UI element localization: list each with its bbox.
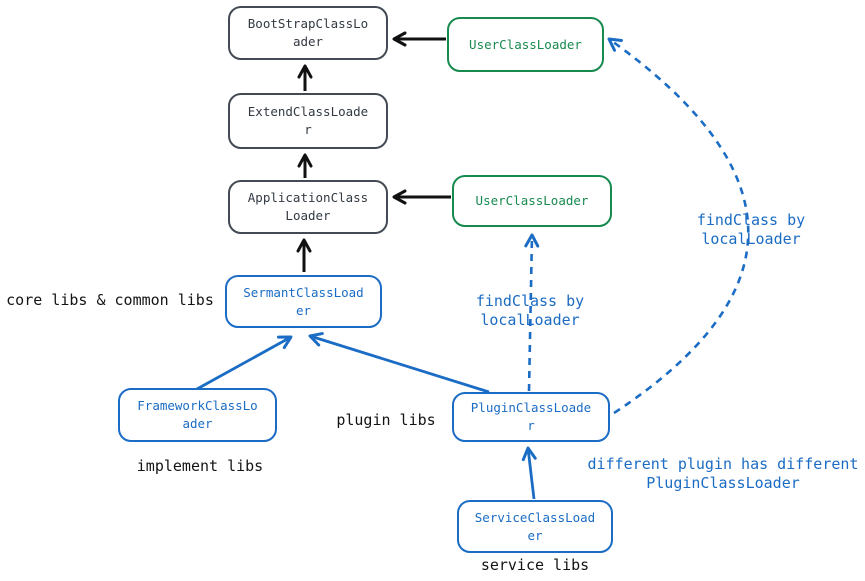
- arrow-plugin-to-sermant: [308, 332, 490, 394]
- arrow-plugin-to-usermid-dashed: [524, 233, 540, 392]
- node-user-classloader-mid: UserClassLoader: [452, 175, 612, 227]
- node-label: UserClassLoader: [469, 36, 582, 52]
- node-bootstrap-classloader: BootStrapClassLoader: [228, 6, 388, 60]
- node-label: ExtendClassLoader: [247, 104, 369, 137]
- label-plugin-libs: plugin libs: [336, 411, 436, 429]
- label-service-libs: service libs: [480, 556, 590, 574]
- node-plugin-classloader: PluginClassLoader: [452, 392, 610, 442]
- label-implement-libs: implement libs: [136, 457, 264, 475]
- arrow-plugin-to-usertop-dashed: [607, 37, 750, 415]
- node-framework-classloader: FrameworkClassLoader: [118, 388, 277, 442]
- node-label: ServiceClassLoader: [474, 509, 596, 543]
- node-extend-classloader: ExtendClassLoader: [228, 93, 388, 149]
- node-user-classloader-top: UserClassLoader: [447, 17, 604, 72]
- node-label: UserClassLoader: [475, 193, 589, 208]
- label-findclass-by-localloader-right: findClass by localLoader: [696, 211, 806, 248]
- node-application-classloader: ApplicationClassLoader: [228, 180, 388, 234]
- node-label: FrameworkClassLoader: [137, 398, 258, 431]
- label-findclass-by-localloader-mid: findClass by localLoader: [475, 292, 585, 329]
- label-core-libs: core libs & common libs: [6, 291, 214, 309]
- node-service-classloader: ServiceClassLoader: [457, 500, 613, 553]
- arrow-framework-to-sermant: [196, 335, 293, 391]
- arrow-service-to-plugin: [521, 446, 537, 500]
- node-label: ApplicationClassLoader: [247, 190, 369, 223]
- node-sermant-classloader: SermantClassLoader: [225, 275, 382, 328]
- label-different-plugin: different plugin has different PluginCla…: [587, 455, 859, 492]
- node-label: SermantClassLoader: [243, 284, 364, 318]
- node-label: PluginClassLoader: [470, 400, 592, 433]
- node-label: BootStrapClassLoader: [247, 16, 369, 49]
